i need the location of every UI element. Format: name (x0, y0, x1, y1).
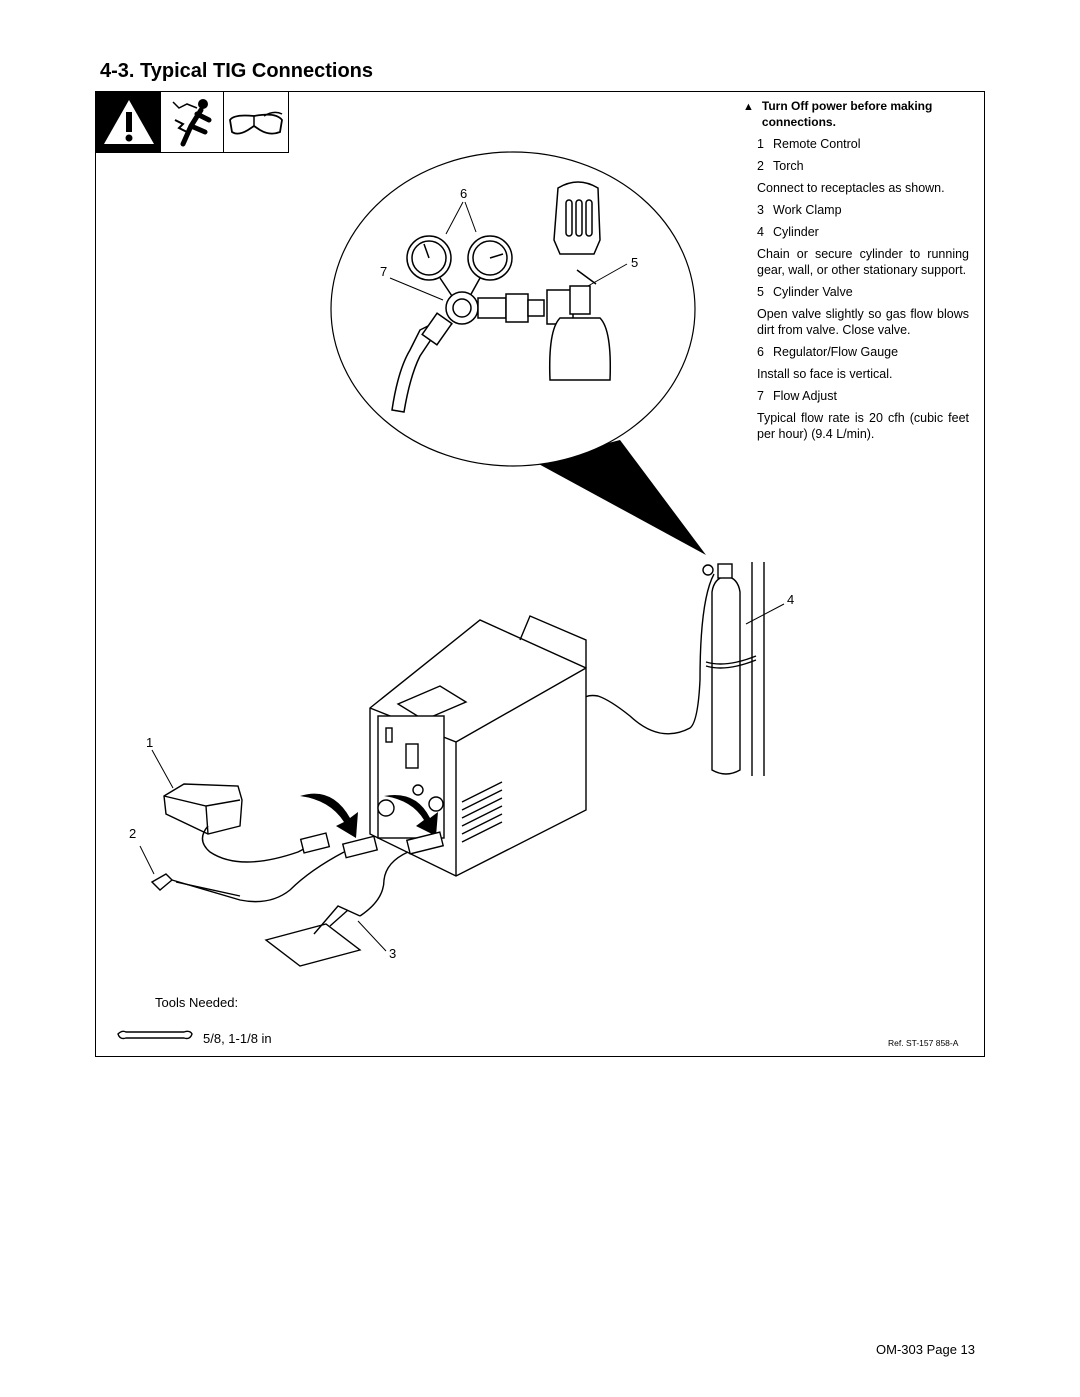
instructions-panel: ▲ Turn Off power before making connectio… (743, 98, 969, 442)
callout-2: 2 (129, 826, 137, 841)
warning-text: Turn Off power before making connections… (761, 99, 933, 129)
remote-foot-control (163, 783, 331, 863)
tools-sizes: 5/8, 1-1/8 in (203, 1031, 272, 1046)
wrench-icon (117, 1030, 193, 1040)
item-note: Typical flow rate is 20 cfh (cubic feet … (757, 411, 969, 441)
callout-6: 6 (460, 186, 468, 201)
safety-glasses-icon (223, 91, 289, 153)
callout-1: 1 (146, 735, 154, 750)
item-note: Install so face is vertical. (757, 367, 893, 381)
warning-icon (95, 91, 161, 153)
warning-triangle-icon: ▲ (743, 101, 754, 113)
warning-note: ▲ Turn Off power before making connectio… (743, 98, 969, 130)
callout-4: 4 (787, 592, 795, 607)
arrow-right (384, 794, 438, 836)
illustration-frame (95, 91, 985, 1057)
callout-3: 3 (389, 946, 397, 961)
page-number: OM-303 Page 13 (876, 1342, 976, 1357)
magnifier-wedge (535, 440, 706, 555)
regulator-gauges (391, 235, 574, 413)
item-note: Chain or secure cylinder to running gear… (757, 247, 969, 277)
tig-torch (150, 835, 379, 903)
item-note: Connect to receptacles as shown. (757, 181, 945, 195)
welding-machine (369, 615, 587, 877)
section-title: 4-3. Typical TIG Connections (100, 60, 374, 82)
work-clamp (264, 831, 445, 967)
item-note: Open valve slightly so gas flow blows di… (757, 307, 969, 337)
gas-cylinder (581, 562, 765, 776)
reference-number: Ref. ST-157 858-A (888, 1038, 959, 1048)
cylinder-valve (548, 181, 612, 381)
tools-needed-label: Tools Needed: (155, 995, 239, 1010)
callout-7: 7 (380, 264, 388, 279)
arrow-left (300, 793, 358, 838)
electric-shock-icon (160, 91, 224, 153)
callout-5: 5 (631, 255, 639, 270)
